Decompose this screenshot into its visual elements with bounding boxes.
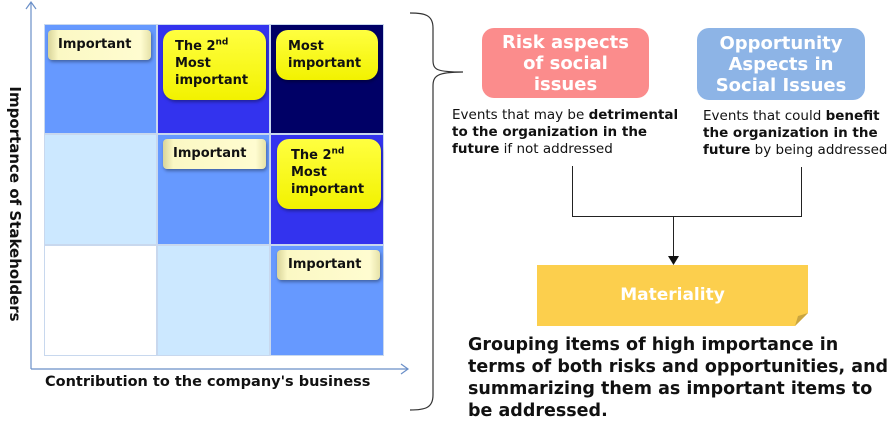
materiality-description: Grouping items of high importance in ter… bbox=[468, 335, 889, 421]
risk-description: Events that may be detrimental to the or… bbox=[452, 107, 679, 157]
cell-label-important: Important bbox=[277, 250, 380, 280]
cell-label-important: Important bbox=[48, 30, 151, 60]
brace-icon bbox=[409, 12, 464, 411]
cell-label-most-important: Most important bbox=[276, 30, 378, 80]
opportunity-description: Events that could benefit the organizati… bbox=[703, 108, 888, 158]
matrix-cell-low-low bbox=[44, 245, 157, 356]
y-axis-label: Importance of Stakeholders bbox=[6, 86, 24, 322]
matrix-cell-mid-low bbox=[44, 134, 157, 245]
connector-line bbox=[673, 216, 674, 258]
connector-line bbox=[572, 166, 573, 217]
opportunity-aspects-box: Opportunity Aspects in Social Issues bbox=[697, 28, 865, 100]
matrix-axes bbox=[25, 0, 410, 375]
matrix-cell-low-mid bbox=[157, 245, 270, 356]
connector-line bbox=[801, 167, 802, 217]
folded-corner-icon bbox=[795, 313, 808, 326]
cell-label-important: Important bbox=[163, 139, 266, 169]
arrow-down-icon bbox=[668, 256, 679, 265]
materiality-box: Materiality bbox=[537, 265, 808, 326]
x-axis-label: Contribution to the company's business bbox=[45, 374, 371, 390]
connector-line bbox=[572, 216, 802, 217]
risk-aspects-box: Risk aspects of social issues bbox=[482, 28, 649, 98]
